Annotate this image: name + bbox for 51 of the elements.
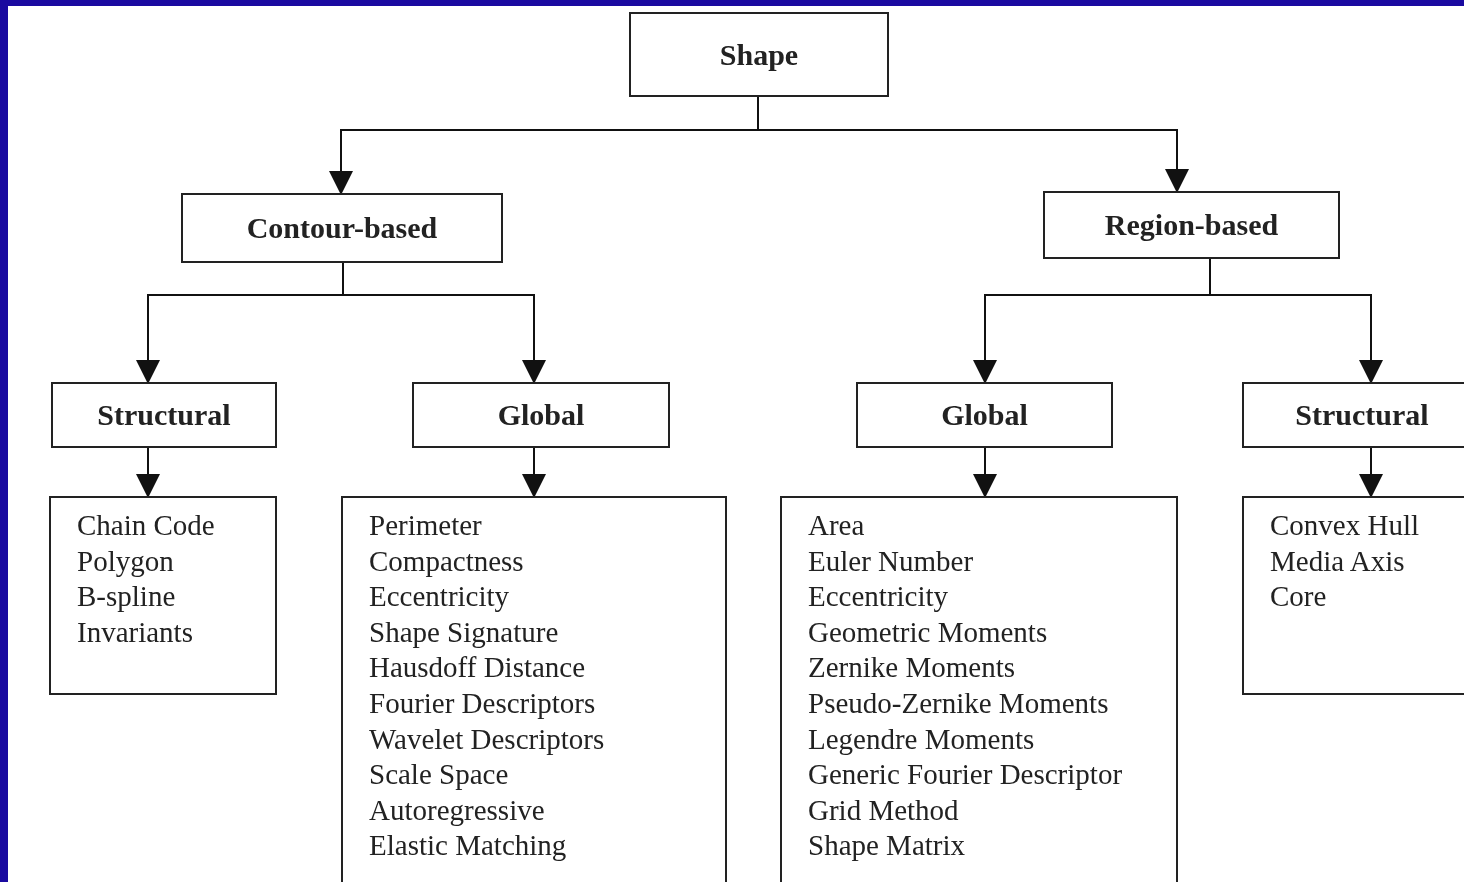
method-name: Generic Fourier Descriptor (808, 757, 1124, 793)
method-name: Chain Code (77, 508, 216, 543)
method-name: Autoregressive (369, 792, 546, 828)
method-name: Zernike Moments (808, 650, 1016, 686)
method-name: Shape Matrix (808, 828, 967, 864)
category-label: Shape (719, 37, 799, 72)
category-label: Region-based (1104, 208, 1279, 242)
method-name: Elastic Matching (369, 828, 568, 864)
method-name: Scale Space (369, 757, 510, 793)
category-label: Global (941, 398, 1028, 432)
category-box (1242, 382, 1464, 448)
arrow (1209, 258, 1383, 384)
method-name: Invariants (77, 614, 194, 650)
method-name: Core (1270, 579, 1328, 615)
category-label: Contour-based (246, 211, 438, 245)
method-name: Eccentricity (808, 579, 950, 615)
method-name: Geometric Moments (808, 614, 1049, 650)
method-list-box (780, 496, 1178, 882)
category-label: Structural (97, 398, 231, 432)
method-name: Wavelet Descriptors (369, 721, 606, 757)
method-name: Pseudo-Zernike Moments (808, 685, 1110, 721)
category-box (412, 382, 670, 448)
method-name: B-spline (77, 579, 177, 615)
arrow (136, 447, 160, 498)
arrow (522, 447, 546, 498)
arrow (342, 262, 546, 384)
arrow (1359, 447, 1383, 498)
category-box (1043, 191, 1340, 259)
method-name: Legendre Moments (808, 721, 1036, 757)
category-box (181, 193, 503, 263)
method-name: Grid Method (808, 792, 960, 828)
method-name: Shape Signature (369, 614, 560, 650)
category-label: Structural (1295, 398, 1429, 432)
method-name: Compactness (369, 543, 525, 579)
category-box (629, 12, 889, 97)
method-name: Euler Number (808, 543, 975, 579)
method-list-box (49, 496, 277, 695)
method-name: Area (808, 508, 866, 543)
method-name: Polygon (77, 543, 175, 579)
category-box (856, 382, 1113, 448)
category-label: Global (497, 398, 585, 432)
method-name: Media Axis (1270, 543, 1406, 579)
method-name: Fourier Descriptors (369, 685, 597, 721)
arrow (973, 447, 997, 498)
method-name: Eccentricity (369, 579, 511, 615)
method-list-box (1242, 496, 1464, 695)
category-box (51, 382, 277, 448)
method-name: Hausdoff Distance (369, 650, 587, 686)
method-name: Convex Hull (1270, 508, 1421, 543)
method-name: Perimeter (369, 508, 483, 543)
method-list-box (341, 496, 727, 882)
